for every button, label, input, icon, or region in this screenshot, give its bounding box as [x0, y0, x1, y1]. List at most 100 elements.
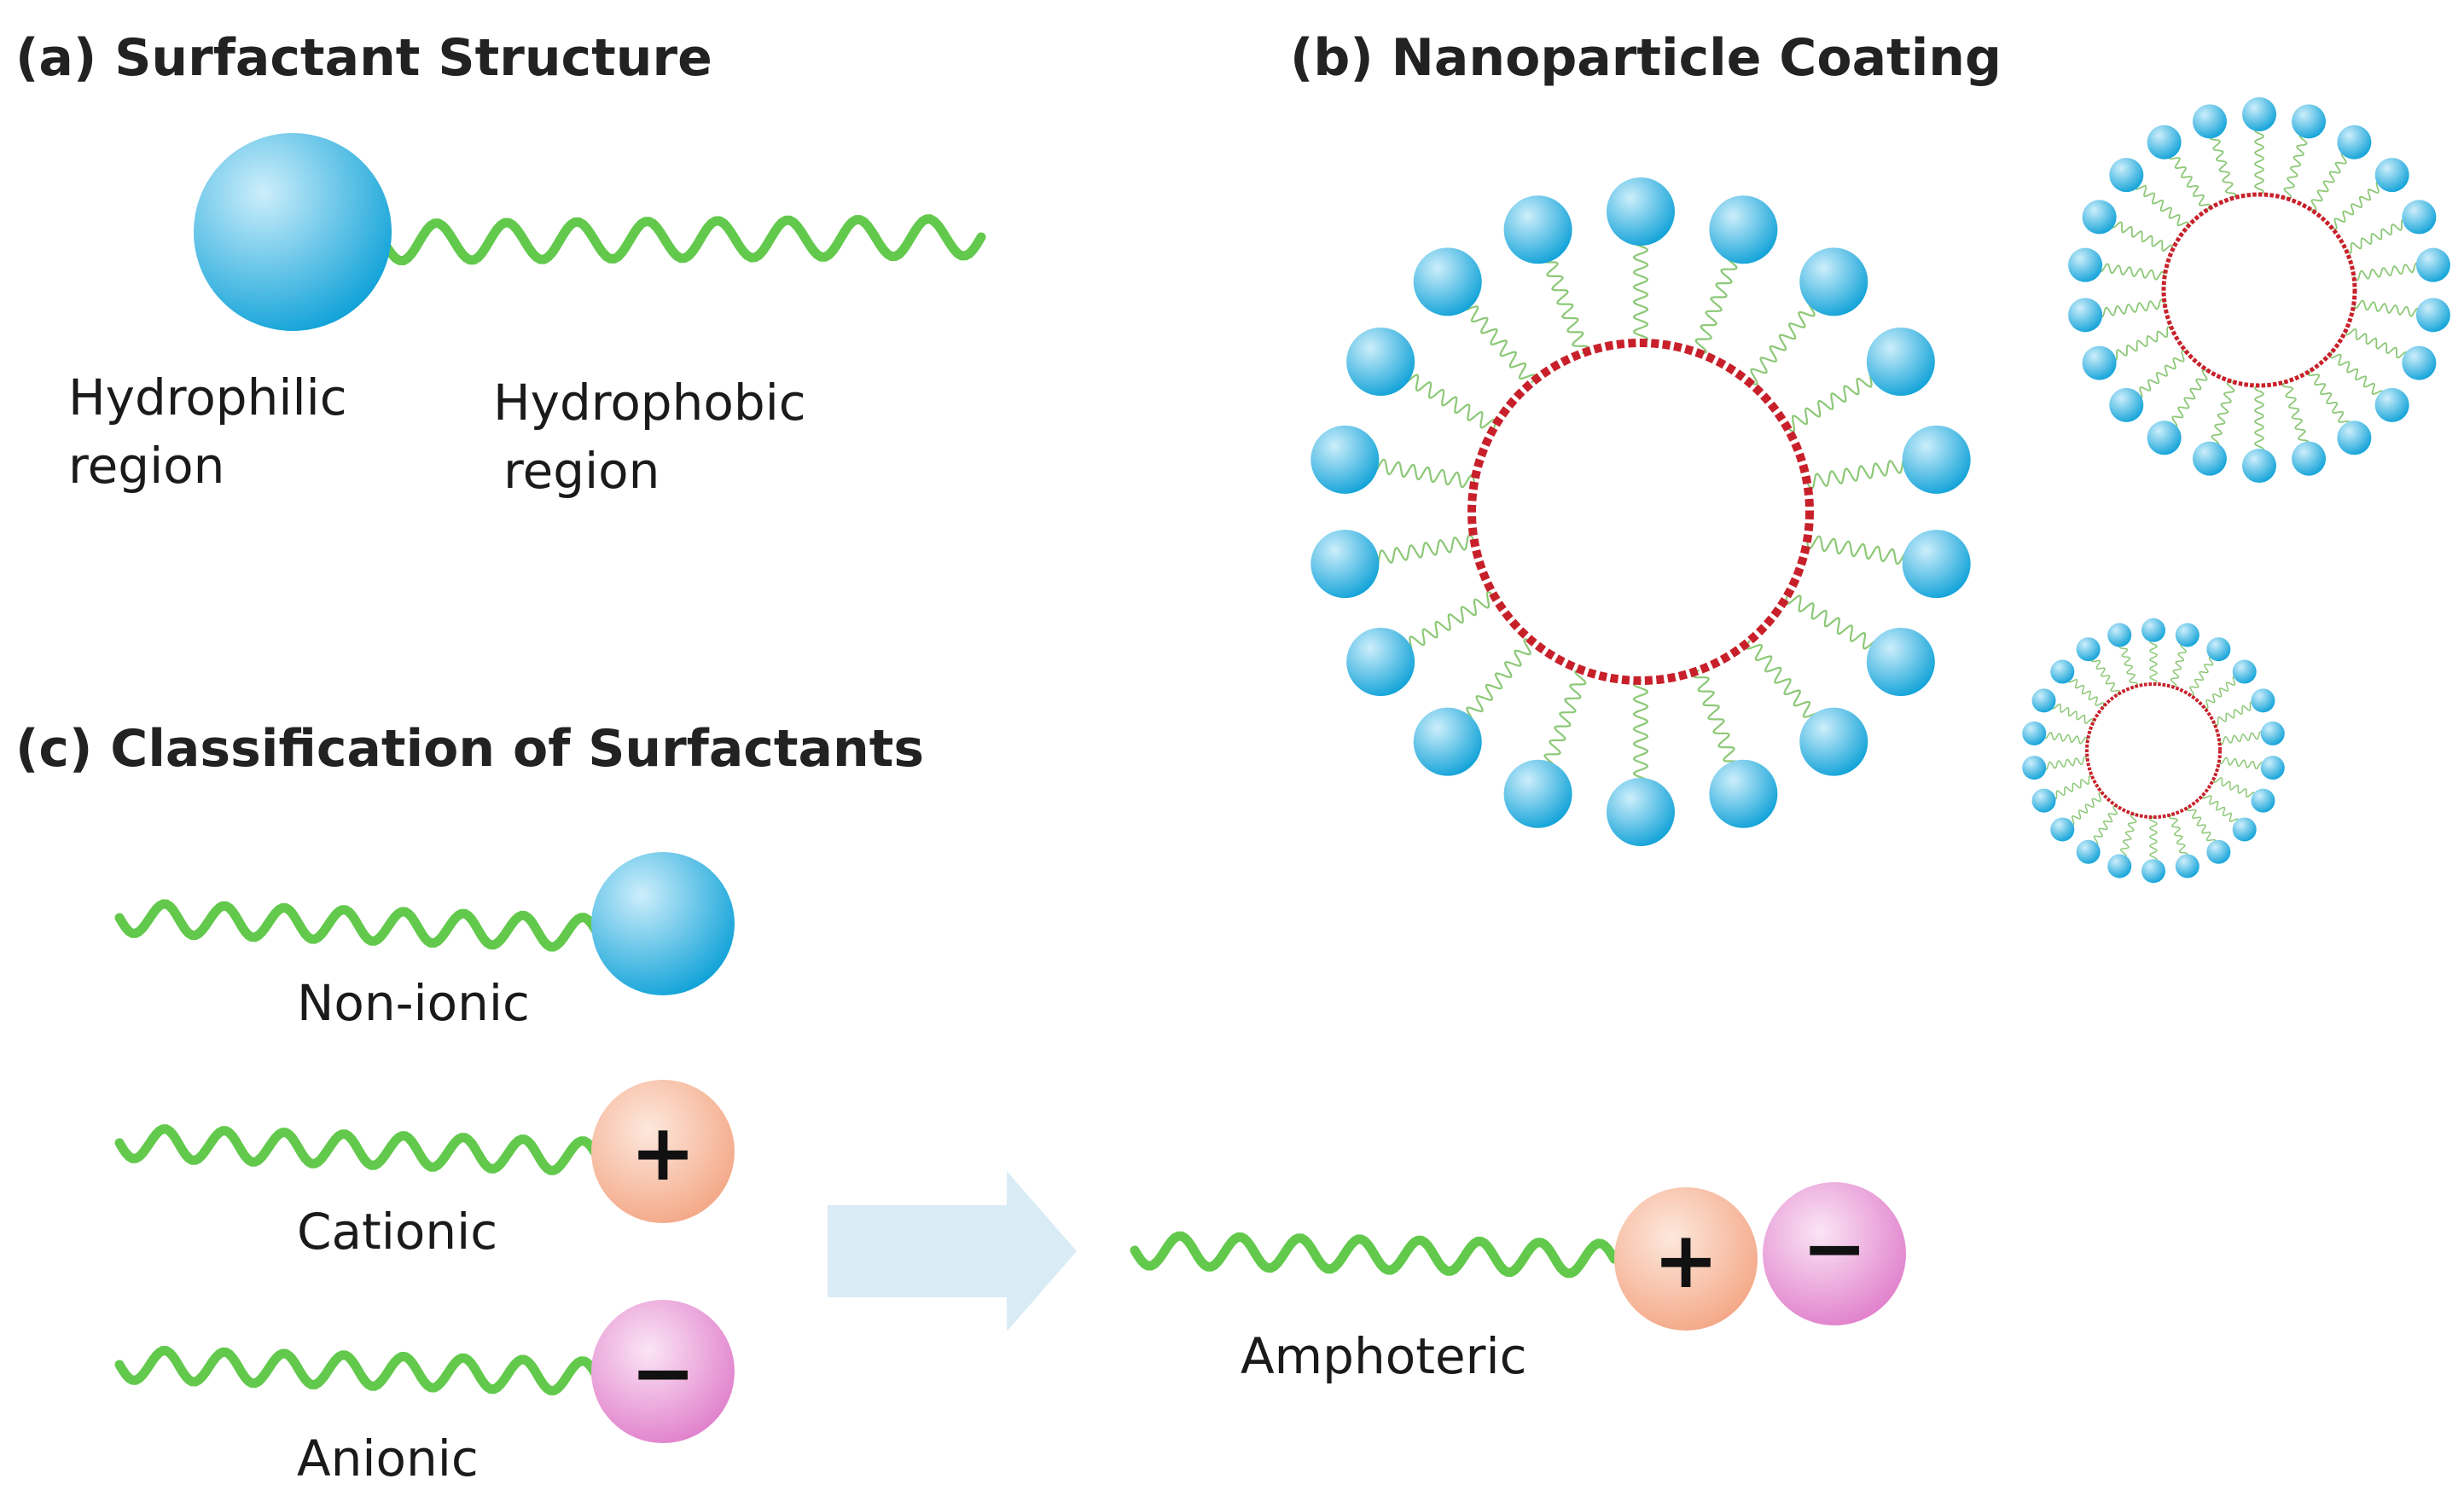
large-micelle-tail	[1461, 301, 1537, 384]
small-micelle-head	[2251, 788, 2275, 813]
cationic-charge-sign: +	[630, 1107, 695, 1198]
small-micelle-tail	[2170, 643, 2188, 687]
medium-micelle-head	[2082, 200, 2117, 235]
medium-micelle-head	[2374, 158, 2409, 193]
medium-micelle-tail	[2209, 133, 2237, 200]
large-micelle-tail	[1543, 669, 1587, 769]
medium-micelle-head	[2192, 441, 2227, 476]
large-micelle-tail	[1786, 370, 1879, 432]
small-micelle-tail	[2043, 756, 2089, 770]
large-micelle-head	[1866, 628, 1935, 696]
small-micelle-head	[2206, 839, 2231, 864]
large-micelle-head	[1503, 195, 1572, 264]
small-micelle-tail	[2202, 793, 2239, 824]
large-micelle-head	[1799, 707, 1868, 776]
panel-c: (c) Classification of Surfactants Non-io…	[15, 719, 1906, 1488]
large-micelle-tail	[1541, 254, 1589, 354]
medium-micelle-tail	[2211, 380, 2235, 447]
nonionic-tail	[114, 899, 602, 952]
small-micelle-head	[2022, 756, 2047, 780]
small-micelle-core-ring	[2085, 682, 2222, 819]
large-micelle-head	[1413, 707, 1482, 776]
small-micelle-head	[2175, 623, 2200, 647]
medium-micelle-tail	[2111, 326, 2173, 362]
large-micelle-tail	[1633, 237, 1648, 345]
large-micelle-tail	[1402, 374, 1496, 429]
medium-micelle-tail	[2353, 299, 2420, 317]
small-micelle-head	[2175, 854, 2200, 879]
hydrophilic-head	[194, 133, 392, 331]
medium-micelle-tail	[2136, 350, 2188, 399]
large-micelle-head	[1346, 328, 1415, 396]
small-micelle-tail	[2092, 805, 2118, 845]
large-micelle-tail	[1633, 679, 1648, 786]
medium-micelle-head	[2337, 420, 2372, 455]
small-micelle-tail	[2169, 814, 2188, 858]
small-micelle-head	[2232, 659, 2257, 684]
medium-micelle-head	[2082, 345, 2117, 380]
medium-micelle-tail	[2330, 181, 2383, 230]
panel-b: (b) Nanoparticle Coating	[1290, 28, 2450, 884]
small-micelle-head	[2260, 721, 2285, 745]
medium-micelle-tail	[2329, 351, 2384, 397]
small-micelle-head	[2050, 659, 2075, 684]
large-micelle-head	[1866, 328, 1935, 396]
medium-micelle-head	[2415, 247, 2450, 282]
anionic-head	[591, 1300, 735, 1443]
nonionic-label: Non-ionic	[297, 974, 530, 1032]
large-micelle-head	[1902, 425, 1971, 494]
right-arrow	[828, 1171, 1077, 1331]
small-micelle-tail	[2068, 677, 2105, 708]
nanoparticle-coating-illustration	[1310, 97, 2450, 884]
hydrophobic-tail	[379, 214, 986, 265]
small-micelle-tail	[2119, 814, 2137, 858]
large-micelle-head	[1902, 530, 1971, 599]
medium-micelle-tail	[2345, 218, 2408, 254]
large-micelle-tail	[1370, 458, 1476, 489]
large-micelle-head	[1607, 177, 1675, 246]
large-micelle-core-ring	[1467, 339, 1814, 685]
hydrophobic-label-line1: Hydrophobic	[493, 374, 806, 432]
amphoteric-minus-sign: −	[1801, 1203, 1867, 1294]
surfactant-molecule	[194, 133, 986, 331]
medium-micelle-head	[2147, 125, 2182, 159]
amphoteric-plus-sign: +	[1653, 1215, 1718, 1306]
small-micelle-head	[2107, 854, 2132, 879]
hydrophilic-label-line1: Hydrophilic	[68, 368, 347, 426]
large-micelle-tail	[1464, 638, 1533, 724]
anionic-tail	[114, 1346, 602, 1395]
medium-micelle-head	[2147, 420, 2182, 455]
cationic-tail	[114, 1124, 602, 1175]
medium-micelle-tail	[2171, 368, 2209, 428]
medium-micelle-head	[2242, 449, 2276, 483]
medium-micelle-head	[2068, 247, 2103, 282]
small-micelle-head	[2076, 839, 2101, 864]
large-micelle-tail	[1805, 535, 1911, 565]
large-micelle-head	[1310, 530, 1380, 599]
medium-micelle-tail	[2098, 263, 2165, 281]
small-micelle-tail	[2051, 703, 2094, 724]
medium-micelle-tail	[2308, 369, 2351, 427]
medium-micelle-tail	[2281, 380, 2310, 447]
medium-micelle-tail	[2135, 183, 2189, 229]
small-micelle-tail	[2118, 643, 2138, 687]
panel-b-title: (b) Nanoparticle Coating	[1290, 28, 2002, 88]
small-micelle-tail	[2051, 775, 2094, 800]
medium-micelle-core-ring	[2161, 192, 2357, 388]
medium-micelle-tail	[2168, 153, 2211, 211]
small-micelle-tail	[2187, 805, 2217, 845]
amphoteric-cation-head	[1614, 1187, 1758, 1331]
medium-micelle-head	[2337, 125, 2372, 159]
small-micelle-tail	[2218, 731, 2264, 745]
hydrophilic-label-line2: region	[68, 437, 224, 495]
small-micelle-tail	[2149, 639, 2158, 685]
large-micelle-tail	[1785, 594, 1880, 650]
large-micelle-head	[1709, 759, 1778, 828]
large-micelle-head	[1310, 425, 1380, 494]
panel-c-title: (c) Classification of Surfactants	[15, 719, 924, 779]
small-micelle-head	[2141, 618, 2165, 642]
large-micelle-head	[1413, 247, 1482, 316]
surfactant-types	[114, 852, 1906, 1443]
large-micelle-tail	[1403, 591, 1496, 653]
